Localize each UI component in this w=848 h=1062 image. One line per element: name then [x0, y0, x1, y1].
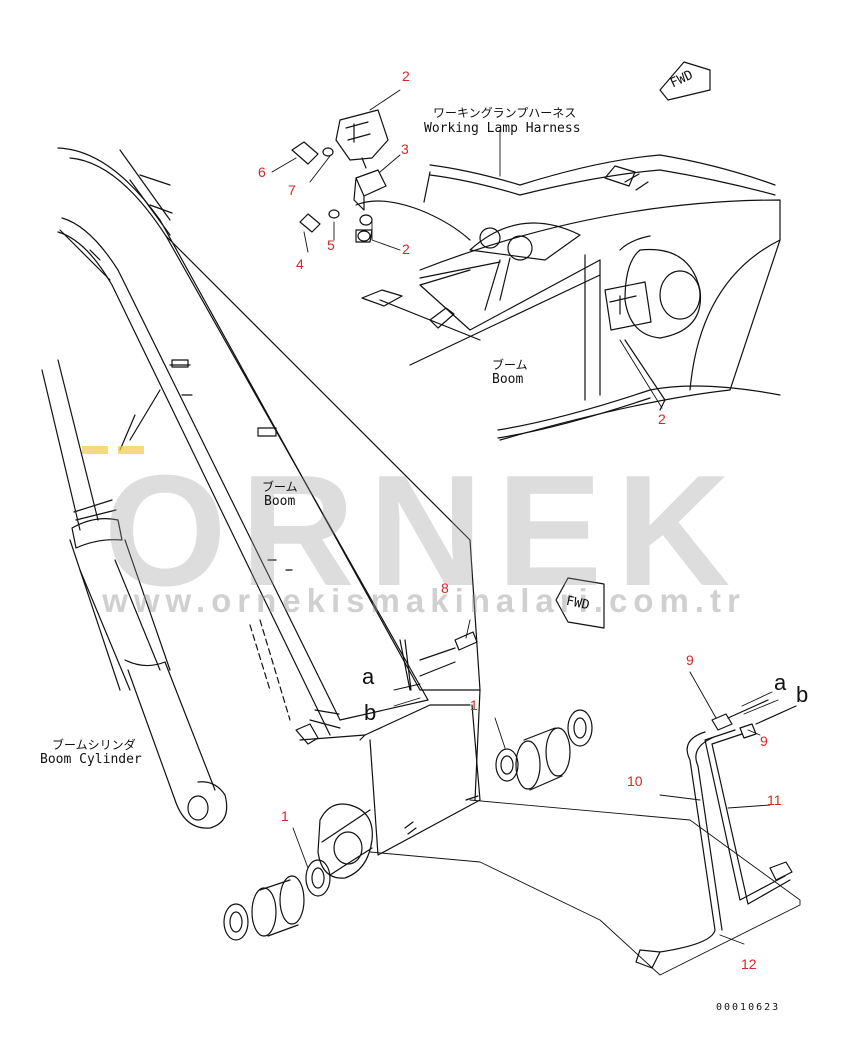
watermark-brand: ORNEK	[103, 443, 745, 619]
watermark-url: www.ornekismakinalari.com.tr	[102, 582, 746, 619]
callout-9-top: 9	[686, 652, 694, 668]
bushing-set-right	[495, 709, 593, 791]
callout-7: 7	[288, 182, 296, 198]
fwd-arrow-mid	[555, 577, 605, 629]
marker-a-left: a	[362, 664, 375, 689]
callout-1-left: 1	[281, 808, 289, 824]
marker-b-left: b	[364, 700, 377, 725]
harness-label-jp: ワーキングランプハーネス	[433, 106, 577, 120]
callout-3: 3	[401, 141, 409, 157]
grease-lines	[419, 631, 797, 969]
callout-5: 5	[327, 237, 335, 253]
callout-1-right: 1	[470, 697, 478, 713]
callout-8: 8	[441, 580, 449, 596]
callout-12: 12	[741, 956, 757, 972]
marker-b-right: b	[796, 682, 809, 707]
boom-foot	[317, 704, 481, 879]
boom-upper-view	[361, 154, 781, 441]
callout-6: 6	[258, 164, 266, 180]
boom-body	[57, 147, 481, 801]
callout-2-mid: 2	[402, 241, 410, 257]
watermark-accent	[82, 446, 144, 454]
cylinder-label-en: Boom Cylinder	[40, 752, 142, 767]
bushing-set-left	[223, 859, 331, 941]
lamp-bracket	[291, 141, 471, 243]
boom-label-en-top: Boom	[492, 372, 524, 387]
boom-label-en-mid: Boom	[264, 494, 296, 509]
callout-9-right: 9	[760, 733, 768, 749]
boom-label-jp-mid: ブーム	[262, 480, 298, 494]
boom-label-jp-top: ブーム	[492, 358, 528, 372]
drawing-number: 00010623	[716, 1002, 781, 1013]
fwd-arrow-top	[659, 61, 711, 101]
boom-cylinder	[41, 359, 228, 829]
cylinder-label-jp: ブームシリンダ	[52, 738, 136, 752]
marker-a-right: a	[774, 670, 787, 695]
harness-label-en: Working Lamp Harness	[424, 121, 581, 136]
callout-11: 11	[767, 792, 782, 808]
callout-2-top: 2	[402, 68, 410, 84]
callout-10: 10	[627, 773, 643, 789]
callout-4: 4	[296, 256, 304, 272]
leader-lines	[271, 89, 801, 976]
working-lamp-top	[335, 109, 389, 169]
callout-2-right: 2	[658, 411, 666, 427]
